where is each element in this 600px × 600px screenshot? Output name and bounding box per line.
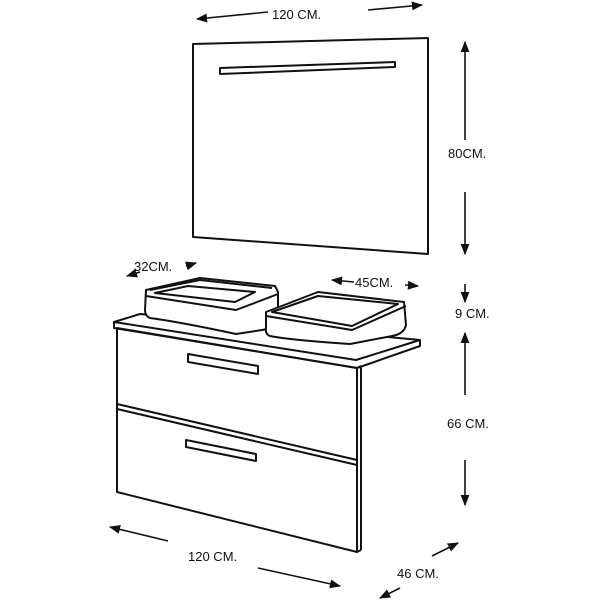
cabinet-depth-label: 46 CM.	[397, 566, 439, 581]
sink-height-label: 9 CM.	[455, 306, 490, 321]
mirror-light-bar	[219, 61, 396, 75]
mirror-width-label: 120 CM.	[272, 7, 322, 22]
sink-width-label: 45CM.	[355, 275, 394, 290]
right-sink	[264, 291, 407, 345]
mirror	[192, 37, 429, 255]
sink-depth-label: 32CM.	[134, 259, 173, 274]
cabinet-width-label: 120 CM.	[188, 549, 238, 564]
drawer-handle-bottom	[185, 439, 257, 462]
drawer-divider	[116, 403, 358, 461]
left-sink	[144, 277, 279, 335]
mirror-height-label: 80CM.	[448, 146, 487, 161]
drawer-handle-top	[187, 353, 259, 375]
cabinet-height-label: 66 CM.	[447, 416, 489, 431]
